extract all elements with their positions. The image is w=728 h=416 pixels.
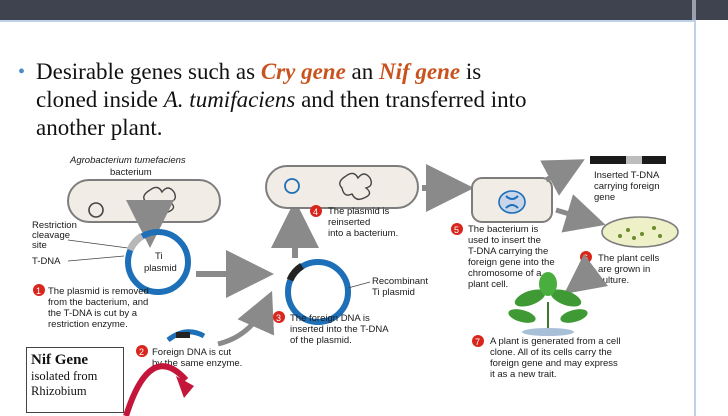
step-5-line-4: foreign gene into the	[468, 257, 555, 268]
step-7-line-4: it as a new trait.	[490, 369, 557, 380]
slide-top-bar	[0, 0, 728, 20]
tdna-pointer	[68, 256, 124, 261]
slide-vertical-rule	[694, 20, 696, 416]
recombinant-pointer	[348, 282, 370, 288]
nif-box-line-1: isolated from	[31, 369, 119, 384]
step-1-line-2: from the bacterium, and	[48, 297, 148, 308]
plant-nucleus	[499, 191, 525, 213]
step-5-line-5: chromosome of a	[468, 268, 542, 279]
step-5-line-3: T-DNA carrying the	[468, 246, 548, 257]
step-4-line-3: into a bacterium.	[328, 228, 398, 239]
recombinant-label-2: Ti plasmid	[372, 287, 415, 298]
bullet-dot-icon: •	[18, 58, 25, 86]
recombinant-insert	[290, 266, 302, 280]
step-1-line-3: the T-DNA is cut by a	[48, 308, 138, 319]
arrow-up-right	[546, 164, 576, 180]
bullet-line2-a: cloned inside	[36, 87, 164, 112]
step-5-line-2: used to insert the	[468, 235, 541, 246]
restriction-label-3: site	[32, 240, 47, 251]
nif-gene-term: Nif gene	[379, 59, 460, 84]
step-4-number: 4	[313, 207, 318, 217]
inserted-label-2: carrying foreign	[594, 181, 659, 192]
step-1-line-1: The plasmid is removed	[48, 286, 149, 297]
step-5-number: 5	[454, 225, 459, 235]
slide-horizontal-rule	[0, 20, 694, 22]
step-3-line-3: of the plasmid.	[290, 335, 352, 346]
inserted-label-3: gene	[594, 192, 615, 203]
arrow-to-plant	[572, 270, 596, 288]
tdna-label: T-DNA	[32, 256, 61, 267]
bullet-line2-b: and then transferred into	[295, 87, 526, 112]
foreign-gene-block	[176, 332, 190, 338]
arrow-curve-up	[218, 300, 268, 344]
step-3-number: 3	[276, 313, 281, 323]
restriction-pointer	[68, 240, 128, 248]
inserted-label-1: Inserted T-DNA	[594, 170, 660, 181]
bullet-text: • Desirable genes such as Cry gene an Ni…	[36, 58, 676, 142]
cry-gene-term: Cry gene	[261, 59, 346, 84]
bacterium-title-1: Agrobacterium tumefaciens	[69, 155, 186, 166]
tdna-segment	[130, 236, 142, 250]
bullet-text-part3: is	[460, 59, 481, 84]
recombinant-label-1: Recombinant	[372, 276, 428, 287]
step-7-line-3: foreign gene and may express	[490, 358, 618, 369]
step-6-line-3: culture.	[598, 275, 629, 286]
step-7-number: 7	[475, 337, 480, 347]
ti-label-2: plasmid	[144, 263, 177, 274]
bullet-line3: another plant.	[36, 115, 162, 140]
nif-gene-box: Nif Gene isolated from Rhizobium	[26, 347, 124, 413]
inserted-tdna-gene	[626, 156, 642, 164]
step-7-line-1: A plant is generated from a cell	[490, 336, 620, 347]
arrow-to-culture	[556, 210, 596, 222]
species-name: A. tumifaciens	[164, 87, 296, 112]
nif-box-line-2: Rhizobium	[31, 384, 119, 399]
step-3-line-1: The foreign DNA is	[290, 313, 370, 324]
step-2-line-1: Foreign DNA is cut	[152, 347, 232, 358]
bacterium-title-2: bacterium	[110, 167, 152, 178]
top-bar-accent	[692, 0, 696, 20]
ti-label-1: Ti	[155, 251, 163, 262]
nif-curved-arrow	[126, 366, 186, 416]
step-6-number: 6	[583, 253, 588, 263]
step-6-line-2: are grown in	[598, 264, 650, 275]
step-5-line-6: plant cell.	[468, 279, 508, 290]
step-3-line-2: inserted into the T-DNA	[290, 324, 389, 335]
step-1-line-4: restriction enzyme.	[48, 319, 128, 330]
bullet-text-part2: an	[346, 59, 379, 84]
step-2-number: 2	[139, 347, 144, 357]
step-7-line-2: clone. All of its cells carry the	[490, 347, 612, 358]
step-1-number: 1	[36, 286, 41, 296]
step-5-line-1: The bacterium is	[468, 224, 538, 235]
culture-dish	[602, 217, 678, 247]
step-4-line-2: reinserted	[328, 217, 370, 228]
step-6-line-1: The plant cells	[598, 253, 660, 264]
nif-box-title: Nif Gene	[31, 351, 119, 369]
bullet-text-part1: Desirable genes such as	[36, 59, 261, 84]
step-4-line-1: The plasmid is	[328, 206, 389, 217]
